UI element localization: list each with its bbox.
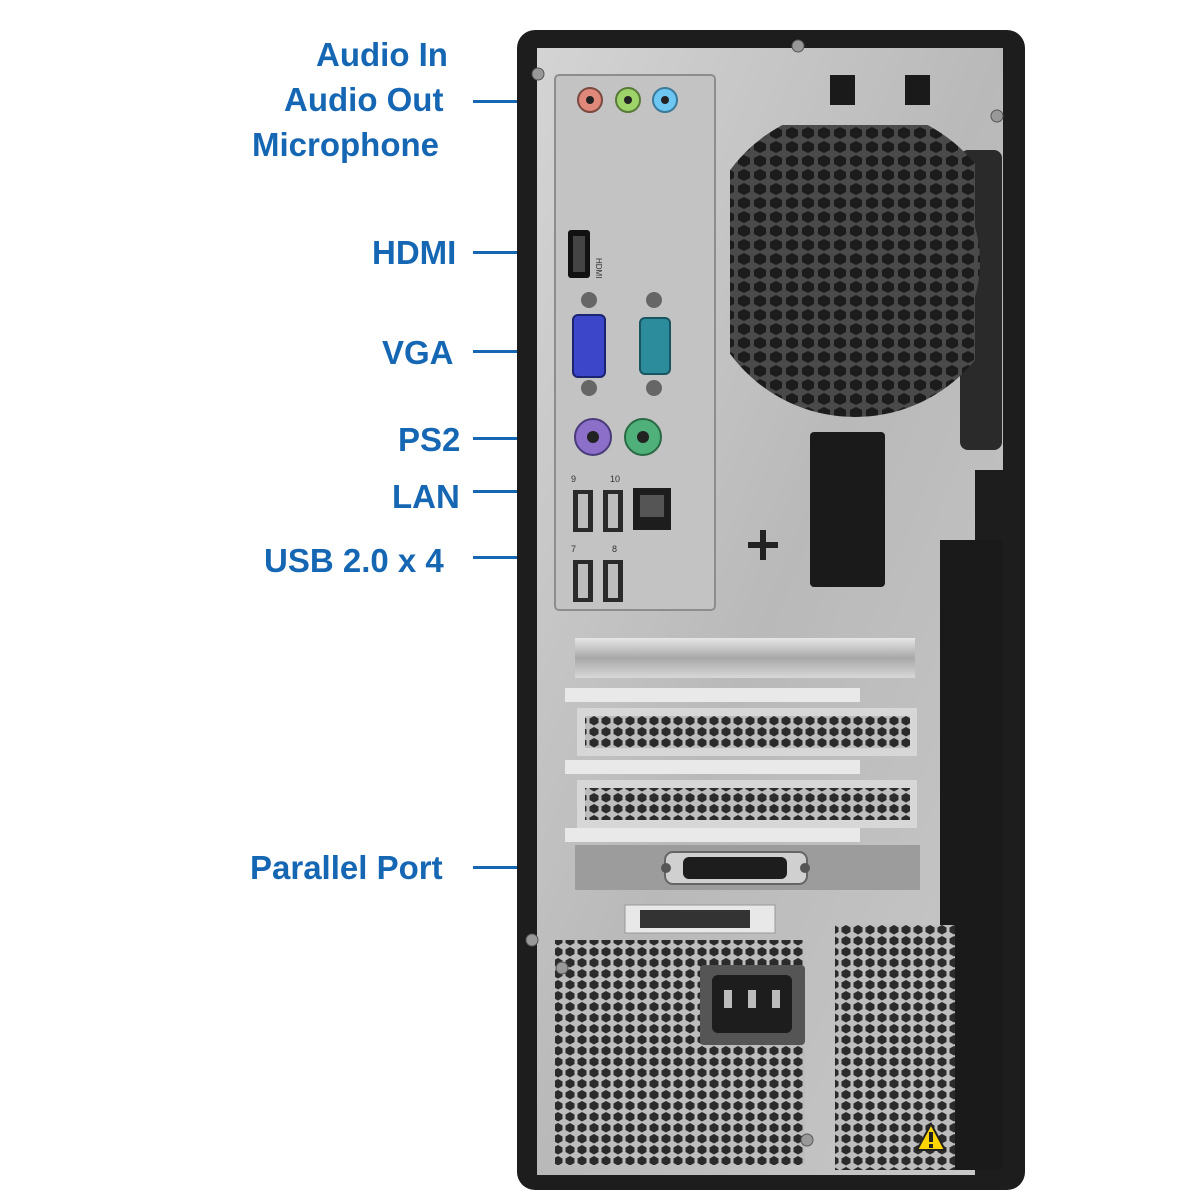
hdmi-marking: HDMI (594, 258, 603, 278)
usb-port-number-7: 7 (571, 544, 576, 554)
usb-port-number-9: 9 (571, 474, 576, 484)
usb-port-number-8: 8 (612, 544, 617, 554)
parallel-port-label: Parallel Port (250, 849, 443, 886)
microphone-label: Microphone (252, 126, 439, 163)
audio-in-label: Audio In (316, 36, 448, 73)
hdmi-label: HDMI (372, 234, 457, 271)
ps2-label: PS2 (398, 421, 461, 458)
vga-label: VGA (382, 334, 454, 371)
usb-label: USB 2.0 x 4 (264, 542, 444, 579)
usb-port-number-10: 10 (610, 474, 620, 484)
audio-out-label: Audio Out (284, 81, 444, 118)
lan-label: LAN (392, 478, 460, 515)
